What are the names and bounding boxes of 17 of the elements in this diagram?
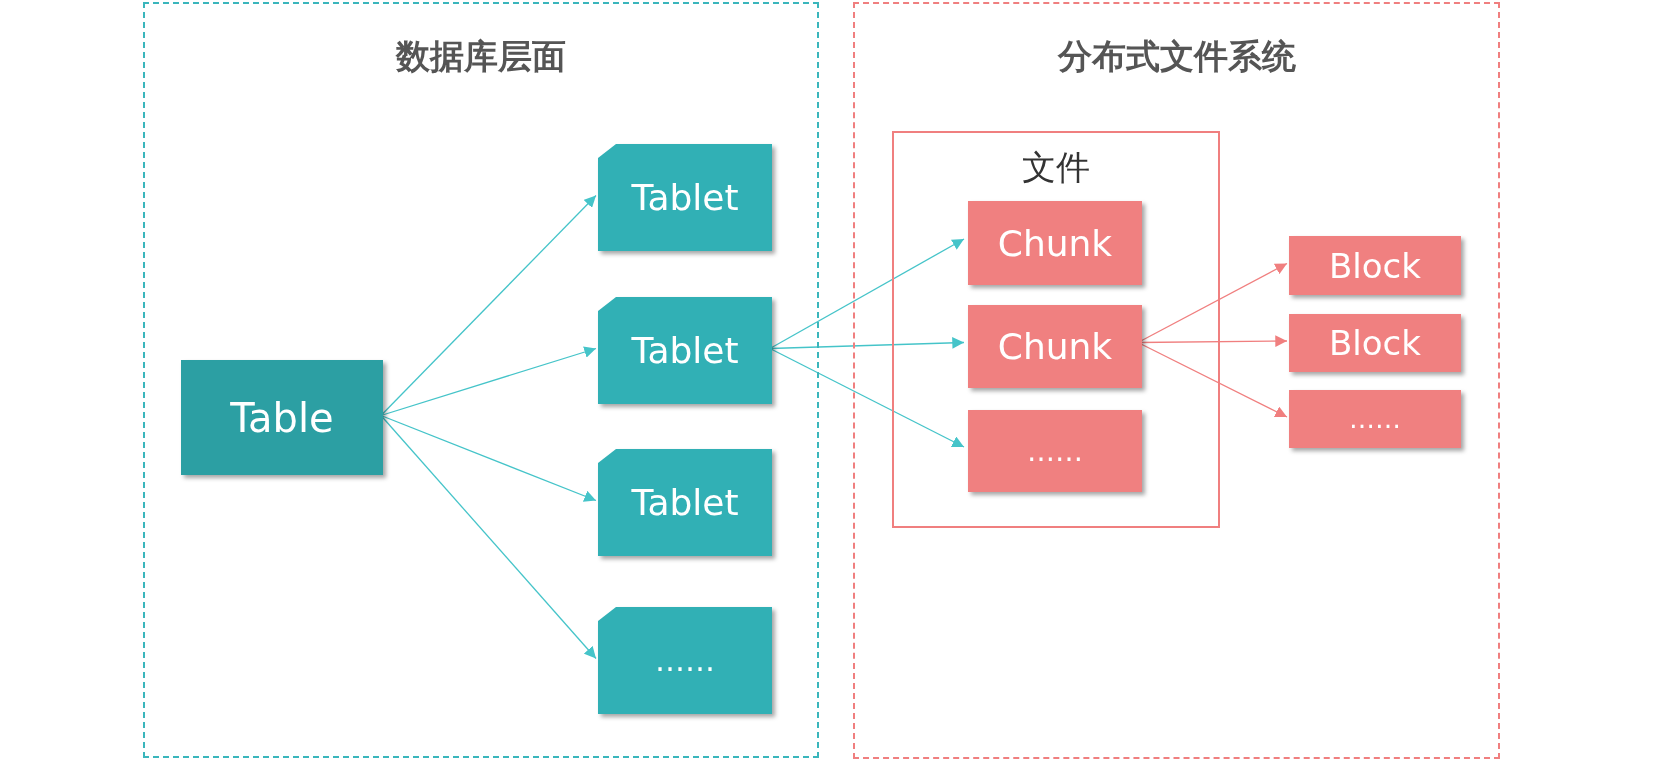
dashed-frame <box>143 2 819 758</box>
tablet-shape: Tablet <box>598 449 772 556</box>
process-box: …… <box>968 410 1142 492</box>
process-box: …… <box>1289 390 1461 448</box>
process-box: Chunk <box>968 201 1142 285</box>
tablet-shape: …… <box>598 607 772 714</box>
tablet-shape: Tablet <box>598 297 772 404</box>
process-box: Block <box>1289 314 1461 372</box>
box-label: 文件 <box>1021 146 1091 189</box>
process-box: Chunk <box>968 305 1142 388</box>
region-title: 数据库层面 <box>394 35 567 78</box>
file-box <box>892 131 1220 528</box>
process-box: Block <box>1289 236 1461 295</box>
process-box: Table <box>181 360 383 475</box>
region-title: 分布式文件系统 <box>1056 35 1297 78</box>
tablet-shape: Tablet <box>598 144 772 251</box>
dashed-frame <box>853 2 1500 759</box>
